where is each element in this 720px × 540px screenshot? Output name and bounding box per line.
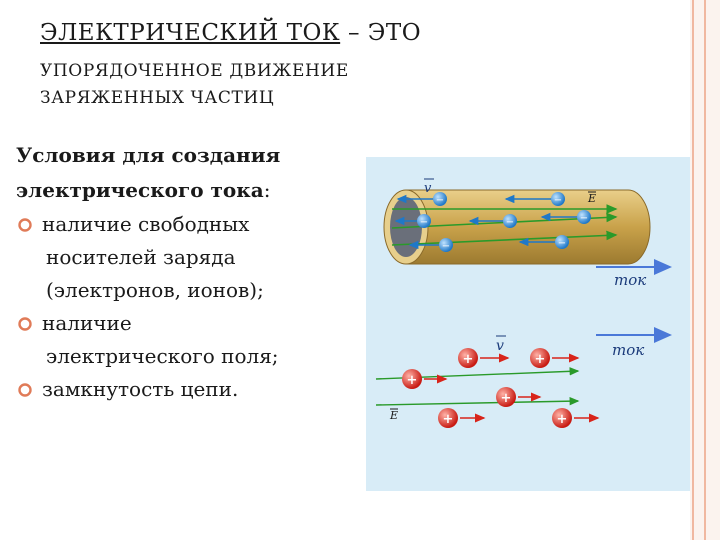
positive-ion: + — [402, 369, 448, 389]
svg-text:+: + — [557, 412, 568, 427]
item-line: замкнутость цепи. — [42, 377, 239, 401]
svg-text:−: − — [442, 241, 450, 252]
title-term: ЭЛЕКТРИЧЕСКИЙ ТОК — [40, 20, 341, 46]
electron: − — [540, 210, 591, 224]
svg-text:−: − — [580, 213, 588, 224]
positive-ion: + — [496, 387, 542, 407]
svg-text:−: − — [558, 238, 566, 249]
definition-line: УПОРЯДОЧЕННОЕ ДВИЖЕНИЕ — [40, 61, 349, 81]
item-line: наличие свободных — [42, 212, 250, 236]
heading-colon: : — [263, 178, 271, 202]
velocity-label: v — [496, 338, 504, 354]
heading-text: электрического тока — [16, 178, 264, 202]
heading-line: Условия для создания — [16, 143, 281, 167]
list-item: замкнутость цепи. — [16, 373, 366, 406]
conditions-block: Условия для создания электрического тока… — [16, 138, 366, 406]
field-label: E — [587, 192, 596, 205]
svg-text:+: + — [407, 373, 418, 388]
title-dash: – ЭТО — [340, 20, 422, 46]
list-item: наличие электрического поля; — [16, 307, 366, 373]
positive-ion: + — [530, 348, 580, 368]
electron: − — [518, 235, 569, 249]
current-label: ток — [614, 271, 646, 289]
conditions-heading: Условия для создания электрического тока… — [16, 138, 366, 208]
field-label: E — [389, 409, 398, 422]
frame-line — [692, 0, 694, 540]
illustration-svg: − − − − − − − v E — [375, 178, 672, 428]
svg-text:−: − — [554, 195, 562, 206]
title-definition: УПОРЯДОЧЕННОЕ ДВИЖЕНИЕ ЗАРЯЖЕННЫХ ЧАСТИЦ — [40, 58, 349, 112]
svg-text:−: − — [420, 217, 428, 228]
item-line: носителей заряда — [46, 245, 236, 269]
positive-ion: + — [438, 408, 486, 428]
slide-title: ЭЛЕКТРИЧЕСКИЙ ТОК – ЭТО — [40, 20, 421, 46]
heading-line: электрического тока: — [16, 173, 366, 208]
electron: − — [394, 214, 431, 228]
current-illustration: − − − − − − − v E — [366, 157, 690, 491]
svg-text:−: − — [506, 217, 514, 228]
frame-line — [704, 0, 706, 540]
velocity-label: v — [424, 181, 432, 196]
list-item: наличие свободных носителей заряда (элек… — [16, 208, 366, 307]
electron: − — [468, 214, 517, 228]
positive-ion: + — [458, 348, 510, 368]
svg-text:+: + — [501, 391, 512, 406]
bullet-icon — [18, 383, 32, 397]
svg-text:+: + — [535, 352, 546, 367]
positive-ion: + — [552, 408, 600, 428]
electron: − — [504, 192, 565, 206]
electron: − — [408, 238, 453, 252]
bullet-icon — [18, 218, 32, 232]
current-label: ток — [612, 341, 644, 359]
definition-line: ЗАРЯЖЕННЫХ ЧАСТИЦ — [40, 88, 275, 108]
svg-text:−: − — [436, 195, 444, 206]
item-line: электрического поля; — [46, 344, 279, 368]
svg-text:+: + — [463, 352, 474, 367]
item-line: (электронов, ионов); — [46, 278, 264, 302]
item-line: наличие — [42, 311, 132, 335]
svg-text:+: + — [443, 412, 454, 427]
bullet-icon — [18, 317, 32, 331]
electron: − — [396, 192, 447, 206]
conditions-list: наличие свободных носителей заряда (элек… — [16, 208, 366, 406]
